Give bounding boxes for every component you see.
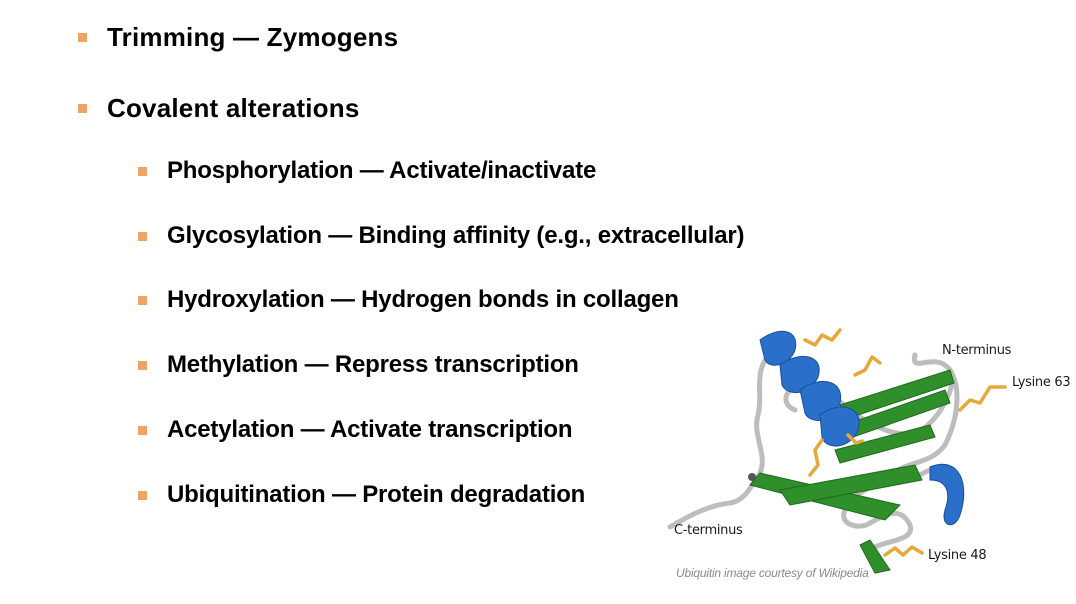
bullet-acetylation: Acetylation — Activate transcription: [138, 416, 573, 444]
bullet-text: Ubiquitination — Protein degradation: [167, 481, 586, 508]
bullet-glycosylation: Glycosylation — Binding affinity (e.g., …: [138, 222, 745, 250]
bullet-text: Trimming — Zymogens: [107, 22, 399, 52]
ubiquitin-ribbon-icon: [667, 328, 1007, 574]
lysine63-label: Lysine 63: [1012, 375, 1071, 390]
bullet-square-icon: [138, 166, 147, 176]
bullet-text: Methylation — Repress transcription: [167, 351, 579, 378]
bullet-covalent-alterations: Covalent alterations: [78, 93, 360, 124]
bullet-text: Hydroxylation — Hydrogen bonds in collag…: [167, 286, 679, 313]
bullet-square-icon: [138, 360, 147, 370]
lysine48-label: Lysine 48: [928, 548, 987, 563]
bullet-hydroxylation: Hydroxylation — Hydrogen bonds in collag…: [138, 286, 679, 314]
bullet-square-icon: [138, 425, 147, 435]
bullet-square-icon: [138, 295, 147, 305]
bullet-text: Covalent alterations: [107, 93, 360, 123]
bullet-ubiquitination: Ubiquitination — Protein degradation: [138, 481, 585, 509]
ubiquitin-structure-figure: N-terminus Lysine 63 C-terminus Lysine 4…: [660, 315, 1076, 585]
c-terminus-label: C-terminus: [674, 523, 743, 538]
bullet-trimming: Trimming — Zymogens: [78, 22, 398, 53]
bullet-text: Phosphorylation — Activate/inactivate: [167, 157, 597, 184]
figure-caption: Ubiquitin image courtesy of Wikipedia: [676, 566, 869, 580]
n-terminus-label: N-terminus: [942, 343, 1012, 358]
bullet-phosphorylation: Phosphorylation — Activate/inactivate: [138, 157, 596, 185]
bullet-text: Acetylation — Activate transcription: [167, 416, 573, 443]
bullet-square-icon: [138, 231, 147, 241]
bullet-square-icon: [78, 33, 87, 42]
bullet-methylation: Methylation — Repress transcription: [138, 351, 579, 379]
bullet-square-icon: [138, 490, 147, 500]
bullet-square-icon: [78, 104, 87, 113]
bullet-text: Glycosylation — Binding affinity (e.g., …: [167, 222, 745, 249]
